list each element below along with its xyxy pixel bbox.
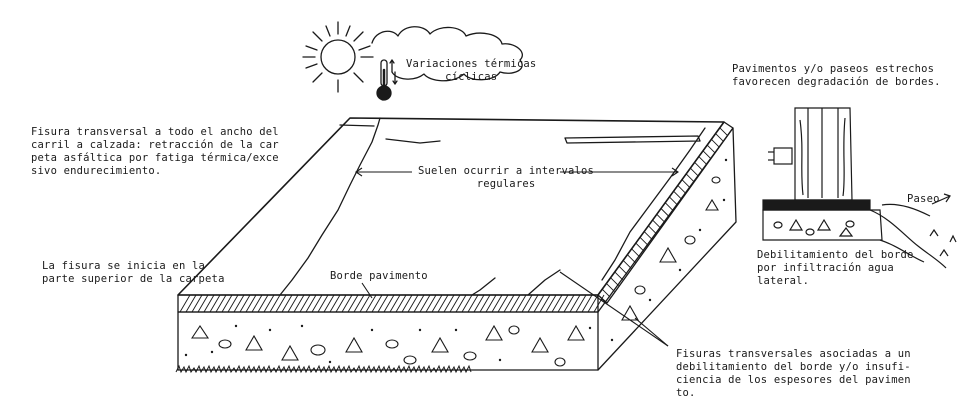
narrow-shoulders-note: Pavimentos y/o paseos estrechos favorece… (732, 63, 941, 89)
tyre-detail (763, 108, 956, 268)
base-aggregate (192, 177, 720, 366)
grass (176, 366, 471, 372)
regular-intervals-label: Suelen ocurrir a intervalos regulares (418, 165, 594, 191)
transverse-crack-note: Fisura transversal a todo el ancho del c… (31, 126, 279, 178)
sun-icon (303, 22, 373, 92)
crack-start-note: La fisura se inicia en la parte superior… (42, 260, 225, 286)
edge-weakening-note: Debilitamiento del borde por infiltració… (757, 249, 914, 288)
thermometer-icon (377, 60, 397, 100)
edge-cracks-note: Fisuras transversales asociadas a un deb… (676, 348, 911, 400)
thermal-variation-label: Variaciones térmicas cíclicas (406, 58, 536, 84)
shoulder-label: Paseo (907, 193, 940, 206)
pavement-edge-label: Borde pavimento (330, 270, 428, 283)
